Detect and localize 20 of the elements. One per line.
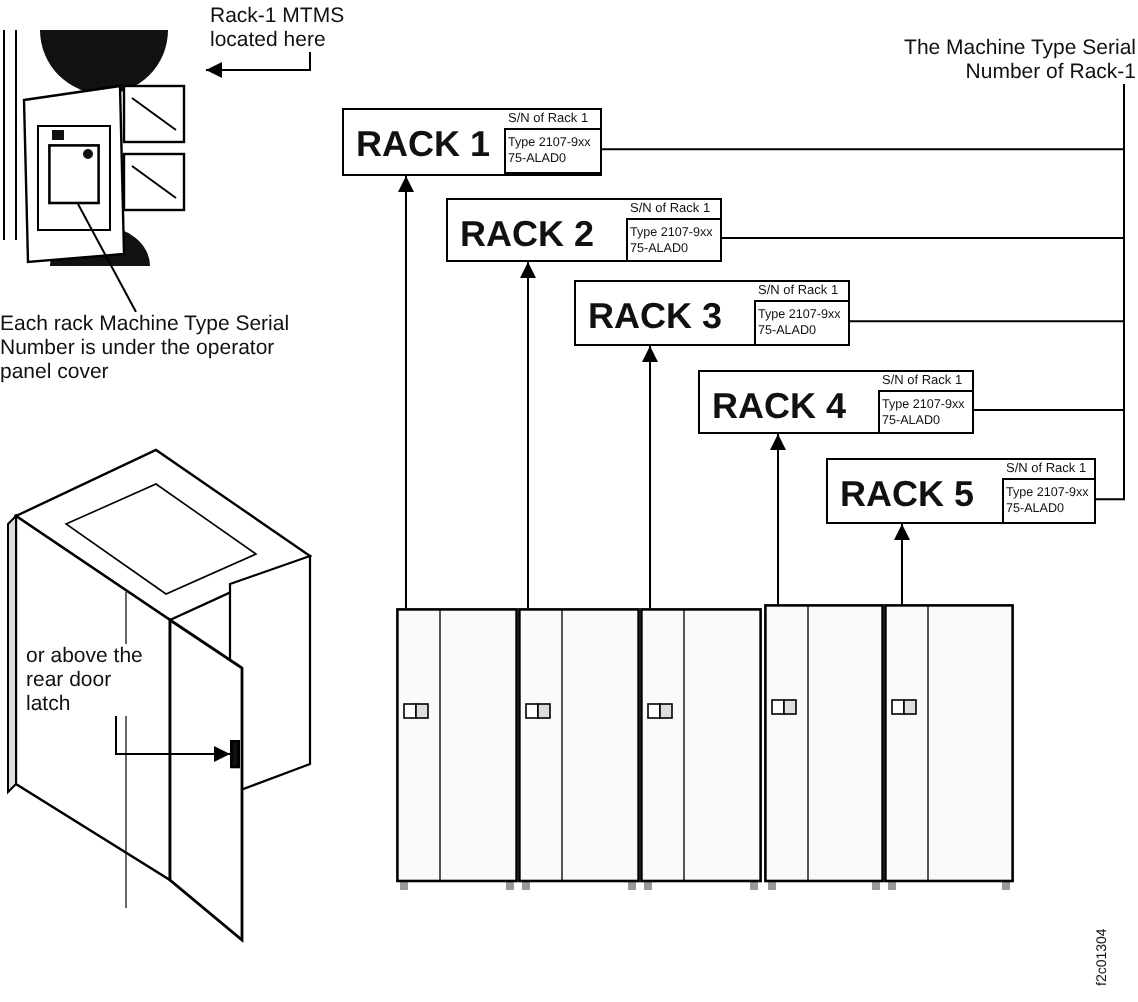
leader-line bbox=[1095, 83, 1125, 501]
arrow bbox=[642, 345, 658, 609]
rack-title: RACK 5 bbox=[840, 474, 975, 514]
arrow bbox=[894, 523, 910, 605]
arrow bbox=[205, 51, 311, 78]
rack-title: RACK 1 bbox=[356, 124, 491, 164]
rack-title: RACK 2 bbox=[460, 214, 595, 254]
rack-label-box bbox=[574, 280, 850, 346]
rack-title: RACK 3 bbox=[588, 296, 723, 336]
arrow bbox=[398, 175, 414, 609]
rack-label-box bbox=[698, 370, 974, 434]
leader-line bbox=[77, 203, 137, 313]
rack-label-box bbox=[342, 108, 602, 176]
rack-title: RACK 4 bbox=[712, 386, 847, 426]
arrow bbox=[770, 433, 786, 605]
node-label: The Machine Type Serial Number of Rack-1 bbox=[904, 36, 1136, 84]
node-label: Rack-1 MTMS located here bbox=[210, 4, 345, 52]
rack-label-box bbox=[826, 458, 1096, 524]
rack-label-box bbox=[446, 198, 722, 262]
arrow bbox=[520, 261, 536, 609]
